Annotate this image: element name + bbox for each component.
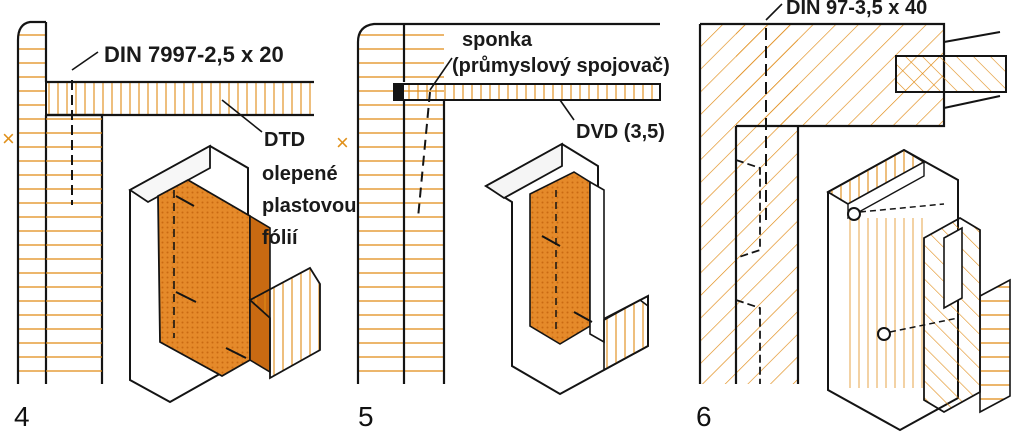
panel-5-thin-board: [393, 83, 661, 101]
panel-5-number: 5: [358, 401, 374, 432]
panel-6-iso-block: [826, 148, 1011, 432]
panel-5-post: [358, 24, 444, 384]
panel-5-staple-label-1: sponka: [462, 29, 533, 51]
panel-6-screw-head-bottom: [877, 327, 891, 341]
panel-5-veneer-board: [529, 171, 591, 345]
panel-4-board-label-2: olepené: [262, 163, 338, 185]
panel-4-post-outline: [16, 20, 104, 384]
panel-4-post-inner: [46, 115, 102, 384]
panel-5-staple-label-2: (průmyslový spojovač): [452, 55, 670, 77]
panel-6-screw-head-top: [847, 207, 861, 221]
panel-4-x-mark: ×: [2, 126, 15, 151]
panel-6-number: 6: [696, 401, 712, 432]
panel-5-board-label: DVD (3,5): [576, 121, 665, 143]
panel-6: [698, 3, 1011, 432]
panel-4-post: [18, 22, 46, 384]
panel-5-staple-line: [417, 91, 431, 219]
panel-4: [16, 20, 321, 404]
panel-4-board-label-1: DTD: [264, 129, 305, 151]
panel-4-shelf: [46, 82, 314, 115]
panel-5-iso-block: [484, 142, 649, 396]
panel-4-board-label-4: fólií: [262, 227, 299, 249]
panel-4-board-label-3: plastovou: [262, 195, 356, 217]
panel-5-x-mark: ×: [336, 130, 349, 155]
panel-4-iso-block: [128, 144, 321, 404]
panel-6-tenon: [895, 55, 1007, 93]
panel-5: [356, 22, 661, 396]
panel-4-number: 4: [14, 401, 30, 432]
panel-4-veneer-board: [157, 178, 251, 378]
panel-6-fastener-label: DIN 97-3,5 x 40: [786, 0, 927, 19]
panel-4-fastener-label: DIN 7997-2,5 x 20: [104, 42, 284, 67]
